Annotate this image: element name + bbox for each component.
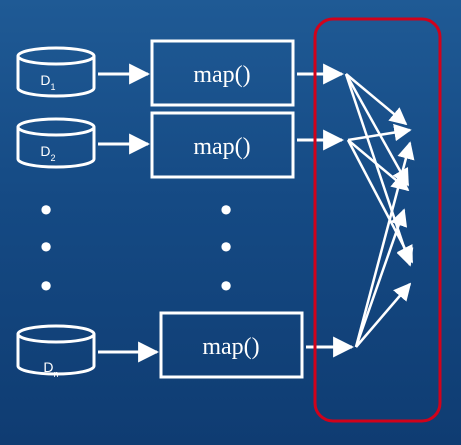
dataset-label-n: Dn	[43, 359, 58, 379]
map-box-n: map()	[159, 311, 304, 379]
map-box-1: map()	[150, 39, 295, 107]
map-box-2: map()	[150, 111, 295, 179]
svg-text:•: •	[37, 192, 56, 230]
dataset-label-1: D1	[40, 72, 55, 92]
map-label-n: map()	[202, 334, 259, 360]
shuffle-arrows	[344, 73, 415, 348]
dataset-cylinder-1: D1	[16, 46, 96, 98]
svg-text:•: •	[217, 268, 236, 306]
map-label-1: map()	[193, 62, 250, 88]
map-ellipsis: • • •	[217, 192, 236, 306]
shuffle-highlight-box	[313, 17, 442, 423]
svg-text:•: •	[37, 229, 56, 267]
svg-text:•: •	[217, 192, 236, 230]
dataset-label-2: D2	[40, 143, 55, 163]
svg-text:•: •	[37, 268, 56, 306]
map-label-2: map()	[193, 134, 250, 160]
svg-text:•: •	[217, 229, 236, 267]
dataset-cylinder-2: D2	[16, 117, 96, 169]
dataset-ellipsis: • • •	[37, 192, 56, 306]
dataset-cylinder-n: Dn	[16, 324, 96, 379]
